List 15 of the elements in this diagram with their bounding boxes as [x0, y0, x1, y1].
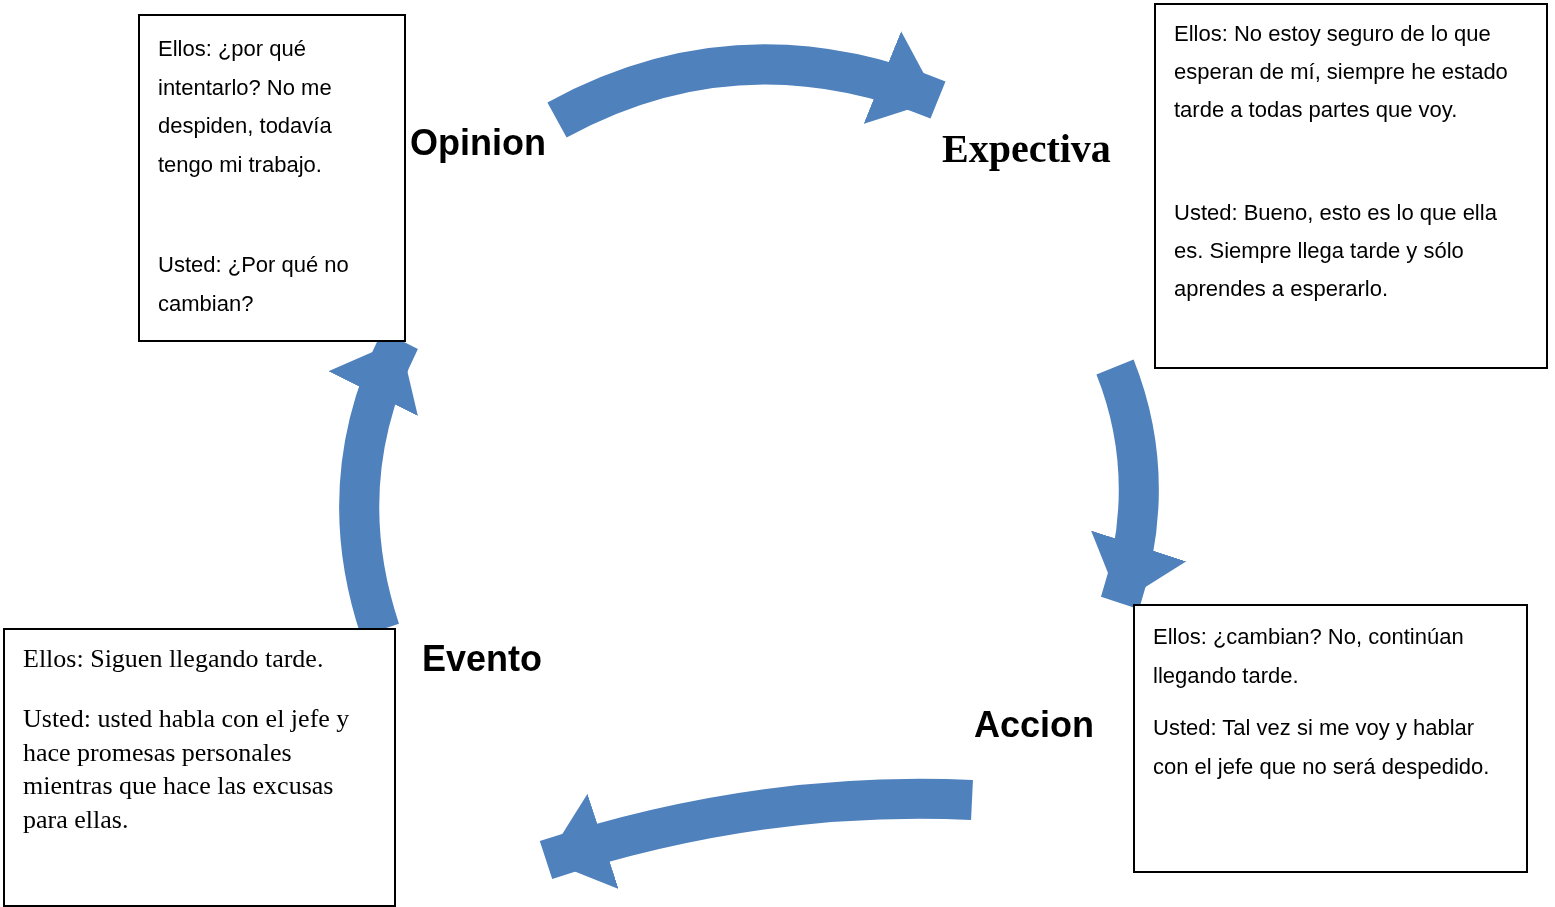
curved-arrow: [1089, 360, 1186, 609]
curved-arrow: [548, 32, 945, 138]
dialogue-text: Ellos: Siguen llegando tarde.: [23, 643, 325, 675]
stage-heading: Evento: [422, 638, 543, 680]
dialogue-text: Ellos: No estoy seguro de lo que esperan de mí, siempre he estado tarde a todas partes que voy.: [1174, 20, 1509, 124]
stage-heading: Opinion: [410, 122, 546, 164]
stage-heading: Expectiva: [942, 125, 1111, 172]
curved-arrow: [540, 778, 973, 890]
dialogue-text: Usted: ¿Por qué no cambian?: [158, 251, 350, 318]
dialogue-text: Usted: Tal vez si me voy y hablar con el jefe que no será despedido.: [1153, 714, 1491, 781]
stage-heading: Accion: [974, 704, 1095, 746]
dialogue-text: Usted: Bueno, esto es lo que ella es. Siempre llega tarde y sólo aprendes a esperarlo.: [1174, 199, 1498, 304]
dialogue-text: Usted: usted habla con el jefe y hace promesas personales mientras que hace las excusas para ellas.: [23, 702, 351, 837]
dialogue-text: Ellos: ¿por qué intentarlo? No me despiden, todavía tengo mi trabajo.: [158, 35, 333, 179]
dialogue-text: Ellos: ¿cambian? No, continúan llegando tarde.: [1153, 623, 1465, 690]
